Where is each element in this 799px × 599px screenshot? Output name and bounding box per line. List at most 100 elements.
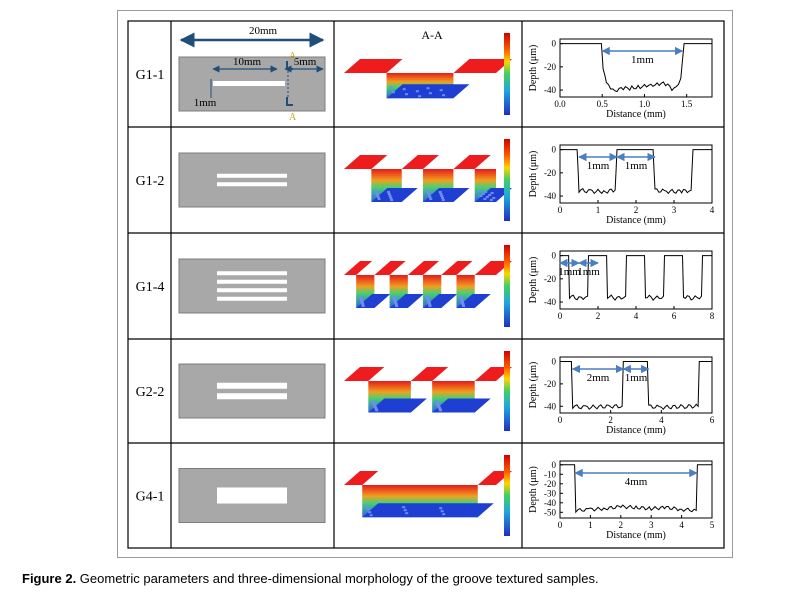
span-label: 1mm — [625, 160, 648, 172]
edge-gap-label: 5mm — [294, 56, 317, 68]
roughness-speck — [402, 88, 406, 91]
groove-strip — [217, 271, 287, 276]
x-tick-label: 5 — [710, 520, 715, 530]
y-tick-label: -20 — [544, 168, 556, 178]
y-tick-label: 0 — [552, 251, 557, 261]
surface-land — [344, 471, 379, 485]
x-tick-label: 2 — [596, 311, 601, 321]
roughness-speck — [405, 512, 409, 515]
y-tick-label: 0 — [552, 39, 557, 49]
roughness-speck — [374, 190, 378, 192]
y-tick-label: -30 — [544, 488, 556, 498]
surface-land — [344, 261, 373, 275]
y-tick-label: -10 — [544, 469, 556, 479]
roughness-speck — [428, 305, 432, 307]
groove-bottom — [432, 398, 491, 413]
roughness-speck — [376, 196, 380, 198]
span-label: 1mm — [625, 372, 648, 384]
y-tick-label: 0 — [552, 356, 557, 366]
sample-plate — [178, 258, 326, 314]
groove-strip — [217, 182, 287, 187]
plot-frame — [559, 250, 713, 310]
roughness-speck — [403, 509, 407, 512]
groove-length-label: 10mm — [233, 56, 262, 68]
roughness-speck — [391, 91, 395, 94]
colorbar — [504, 139, 510, 221]
groove-strip — [217, 382, 287, 389]
span-label: 1mm — [577, 266, 600, 278]
colorbar — [504, 33, 510, 115]
section-mark-label-top: A — [289, 51, 297, 62]
x-tick-label: 0 — [558, 520, 563, 530]
roughness-speck — [438, 191, 442, 193]
x-tick-label: 3 — [672, 205, 677, 215]
roughness-speck — [442, 513, 446, 516]
roughness-speck — [389, 197, 393, 199]
roughness-speck — [375, 409, 379, 412]
y-tick-label: -20 — [544, 479, 556, 489]
x-tick-label: 6 — [710, 415, 715, 425]
roughness-speck — [395, 305, 399, 307]
surface-land — [410, 367, 449, 381]
x-tick-label: 2 — [608, 415, 613, 425]
x-tick-label: 8 — [710, 311, 715, 321]
surface-land — [407, 261, 440, 275]
groove-bottom — [456, 294, 491, 308]
x-tick-label: 1.5 — [681, 99, 693, 109]
section-mark-label-bottom: A — [289, 112, 297, 123]
x-tick-label: 4 — [710, 205, 715, 215]
profile-line — [560, 361, 712, 411]
groove-strip — [217, 173, 287, 178]
x-axis-label: Distance (mm) — [606, 425, 666, 436]
roughness-speck — [365, 505, 369, 508]
profile-line — [560, 255, 712, 302]
x-tick-label: 0.5 — [597, 99, 609, 109]
3d-morphology — [344, 245, 512, 327]
table-border — [127, 20, 725, 549]
x-tick-label: 2 — [634, 205, 639, 215]
x-tick-label: 0.0 — [554, 99, 566, 109]
sample-label: G1-4 — [136, 280, 165, 295]
x-axis-label: Distance (mm) — [606, 215, 666, 226]
x-tick-label: 2 — [619, 520, 624, 530]
y-tick-label: 0 — [552, 145, 557, 155]
plot-frame — [559, 144, 713, 204]
groove-strip — [217, 487, 287, 504]
roughness-speck — [375, 194, 379, 196]
section-title: A-A — [421, 28, 443, 42]
x-tick-label: 3 — [649, 520, 654, 530]
sample-label: G1-1 — [136, 68, 165, 83]
roughness-speck — [426, 192, 430, 194]
x-tick-label: 1 — [588, 520, 593, 530]
colorbar — [504, 455, 510, 536]
roughness-speck — [428, 92, 432, 95]
roughness-speck — [442, 94, 446, 97]
x-axis-label: Distance (mm) — [606, 109, 666, 120]
groove-width-label: 1mm — [194, 97, 217, 109]
sample-plate — [178, 363, 326, 419]
colorbar — [504, 245, 510, 327]
sample-label: G2-2 — [136, 385, 165, 400]
groove-strip — [217, 288, 287, 293]
roughness-speck — [489, 199, 493, 201]
roughness-speck — [415, 90, 419, 93]
roughness-speck — [369, 514, 373, 517]
span-label: 4mm — [625, 476, 648, 488]
caption-label: Figure 2. — [22, 571, 77, 586]
x-tick-label: 1.0 — [639, 99, 651, 109]
y-tick-label: 0 — [552, 460, 557, 470]
roughness-speck — [439, 409, 443, 412]
roughness-speck — [488, 194, 492, 196]
surface-land — [441, 261, 473, 275]
section-mark-bottom — [286, 97, 293, 106]
groove-bottom — [356, 294, 391, 308]
groove-bottom — [423, 188, 470, 202]
y-axis-label: Depth (μm) — [528, 257, 539, 304]
caption-text: Geometric parameters and three-dimension… — [76, 571, 599, 586]
sample-label: G1-2 — [136, 174, 165, 189]
x-axis-label: Distance (mm) — [606, 530, 666, 541]
